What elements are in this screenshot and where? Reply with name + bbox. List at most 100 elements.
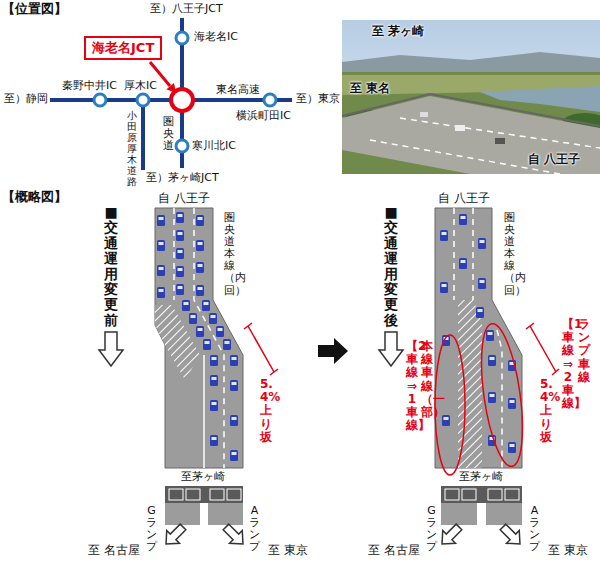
direction-label: 至 東京 (268, 544, 308, 558)
car (189, 313, 197, 324)
map-label: 至）東京 (296, 93, 340, 106)
red-annotation: 【2車線⇒1車線】 (406, 340, 418, 432)
slope-tick (526, 323, 534, 329)
ramp-label: Gランプ (426, 505, 437, 553)
road-name: 小田原厚木道路 (127, 110, 137, 187)
red-annotation: 本線車線（一部） (421, 340, 433, 419)
car (459, 258, 467, 269)
car (182, 300, 190, 311)
car (216, 326, 224, 337)
car (196, 326, 204, 337)
direction-arrow (497, 521, 527, 551)
ic-circle (137, 94, 149, 106)
red-annotation: 5.4%上り坂 (540, 378, 552, 444)
lane-line (472, 208, 474, 300)
direction-label: 至茅ヶ崎 (180, 471, 226, 484)
sign (462, 489, 476, 500)
map-label: 海老名IC (194, 31, 238, 44)
photo-highway (342, 96, 600, 174)
car (442, 415, 450, 426)
map-label: 至）静岡 (4, 93, 48, 106)
car (488, 355, 496, 366)
location-map (50, 18, 292, 170)
car (196, 285, 204, 296)
car (176, 284, 184, 295)
car (196, 262, 204, 273)
sign (505, 489, 519, 500)
sign-gantry (165, 486, 243, 503)
car (202, 300, 210, 311)
ic-circle (264, 94, 276, 106)
car (203, 339, 211, 350)
road-name: 圏央道本線（内回） (224, 212, 235, 297)
section-heading: 【概略図】 (2, 190, 67, 205)
map-label: 至）茅ヶ崎JCT (146, 172, 219, 185)
direction-label: 自 八王子 (158, 192, 210, 206)
photo-sky (342, 20, 600, 174)
car (230, 355, 238, 366)
road-before (99, 208, 278, 550)
ic-circle (176, 140, 188, 152)
road-after (379, 208, 559, 550)
car (196, 215, 204, 226)
map-label: 東名高速 (216, 84, 260, 97)
box-text: 海老名JCT (92, 40, 154, 56)
sign (186, 489, 200, 500)
slope-marker (530, 326, 556, 372)
ic-circle (94, 94, 106, 106)
red-annotation: ランプ車線 (578, 318, 590, 384)
a-ramp (486, 503, 522, 525)
ramp-label: Aランプ (529, 505, 540, 553)
car (223, 339, 231, 350)
car (210, 355, 218, 366)
road-name: 圏央道 (163, 116, 174, 152)
road (155, 208, 243, 468)
red-annotation: 【1車線⇒2車線】 (562, 318, 574, 410)
red-annotation: 5.4%上り坂 (260, 378, 272, 444)
car (209, 313, 217, 324)
direction-label: 自 八王子 (438, 192, 490, 206)
car (196, 240, 204, 251)
sign (210, 489, 224, 500)
slope-tick (270, 369, 278, 375)
map-label: 至）八王子JCT (150, 3, 223, 16)
a-ramp (208, 503, 243, 525)
car (488, 392, 496, 403)
section-heading: 【位置図】 (2, 2, 67, 17)
ramp-label: Aランプ (249, 505, 260, 553)
car (176, 266, 184, 277)
lane-line (497, 330, 502, 468)
map-label: 寒川北IC (192, 140, 236, 153)
zebra-zone (458, 300, 482, 468)
photo-car (420, 112, 428, 117)
highlight-ellipse (474, 321, 530, 469)
car (478, 238, 486, 249)
arrow-head (166, 83, 176, 93)
car (476, 307, 484, 318)
map-label: 横浜町田IC (236, 110, 291, 123)
car (508, 442, 516, 453)
car (176, 248, 184, 259)
direction-label: 至茅ヶ崎 (458, 471, 504, 484)
photo-lane (400, 118, 600, 148)
photo (342, 20, 600, 174)
photo-label: 自 八王子 (528, 153, 580, 167)
car (440, 230, 448, 241)
photo-car (455, 125, 465, 131)
slope-marker (248, 326, 274, 372)
photo-car (495, 138, 505, 144)
car (176, 230, 184, 241)
road-name: 圏央道本線（内回） (504, 212, 515, 297)
photo-river (480, 86, 600, 112)
car (440, 282, 448, 293)
car (157, 215, 165, 226)
direction-label: 至 名古屋 (368, 544, 420, 558)
photo-label: 至 茅ヶ崎 (372, 25, 424, 39)
change-arrow (318, 338, 348, 364)
car (230, 450, 238, 461)
car (230, 380, 238, 391)
car (157, 265, 165, 276)
photo-land (342, 72, 600, 174)
highlight-ellipse (435, 335, 465, 475)
direction-label: 至 名古屋 (88, 544, 140, 558)
